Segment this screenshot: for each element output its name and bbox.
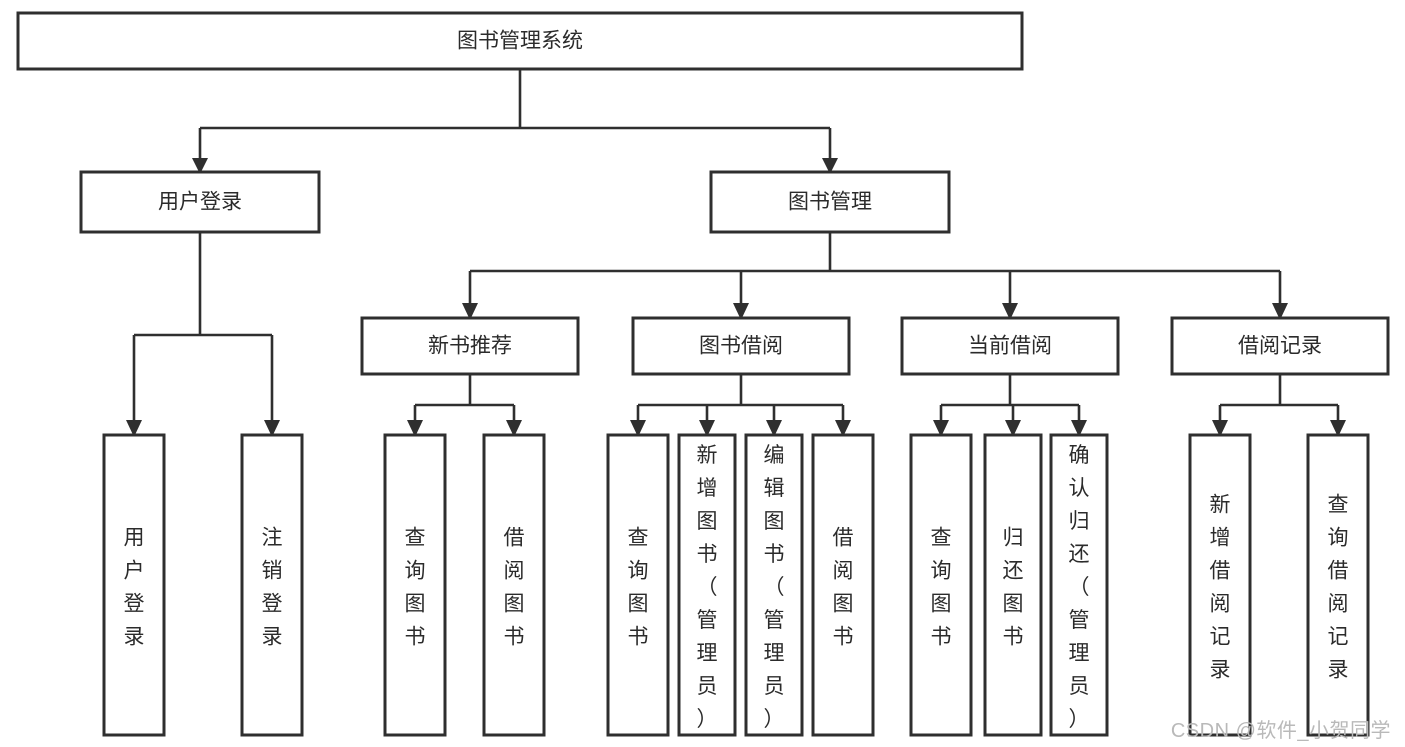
node-label-leaf-logout: 注销登录	[262, 527, 283, 649]
arrow-head-leaf-add-record	[1212, 420, 1228, 437]
node-label-current-borrow: 当前借阅	[968, 335, 1052, 358]
node-leaf-query-book-1[interactable]: 查询图书	[383, 433, 447, 737]
node-box-leaf-user-login	[102, 433, 166, 737]
arrow-head-leaf-confirm-return	[1071, 420, 1087, 437]
node-leaf-add-book[interactable]: 新增图书（管理员）	[677, 433, 737, 737]
node-box-leaf-query-book-1	[383, 433, 447, 737]
node-label-new-book-recommend: 新书推荐	[428, 335, 512, 358]
node-box-leaf-borrow-book-1	[482, 433, 546, 737]
node-box-new-book-recommend	[360, 316, 580, 376]
node-box-root	[16, 11, 1024, 71]
arrow-head-leaf-return-book	[1005, 420, 1021, 437]
arrow-head-leaf-query-book-1	[407, 420, 423, 437]
node-label-leaf-query-book-2: 查询图书	[628, 527, 649, 649]
node-label-leaf-user-login: 用户登录	[124, 527, 145, 649]
node-label-leaf-query-book-3: 查询图书	[931, 527, 952, 649]
node-borrow-record[interactable]: 借阅记录	[1170, 316, 1390, 376]
arrow-head-leaf-logout	[264, 420, 280, 437]
arrow-head-user-login	[192, 158, 208, 174]
arrow-head-leaf-user-login	[126, 420, 142, 437]
node-book-borrow[interactable]: 图书借阅	[631, 316, 851, 376]
node-box-book-borrow	[631, 316, 851, 376]
node-box-current-borrow	[900, 316, 1120, 376]
node-label-leaf-confirm-return: 确认归还（管理员）	[1069, 444, 1090, 731]
node-box-leaf-query-book-3	[909, 433, 973, 737]
node-leaf-query-record[interactable]: 查询借阅记录	[1306, 433, 1370, 737]
node-box-leaf-add-book	[677, 433, 737, 737]
node-label-user-login: 用户登录	[158, 191, 242, 214]
node-box-leaf-query-record	[1306, 433, 1370, 737]
node-label-leaf-add-record: 新增借阅记录	[1210, 494, 1231, 682]
node-box-leaf-add-record	[1188, 433, 1252, 737]
node-current-borrow[interactable]: 当前借阅	[900, 316, 1120, 376]
node-label-leaf-query-book-1: 查询图书	[405, 527, 426, 649]
node-label-leaf-borrow-book-1: 借阅图书	[504, 527, 525, 649]
node-box-leaf-edit-book	[744, 433, 804, 737]
arrow-head-leaf-query-record	[1330, 420, 1346, 437]
node-box-leaf-return-book	[983, 433, 1043, 737]
node-box-borrow-record	[1170, 316, 1390, 376]
node-box-leaf-logout	[240, 433, 304, 737]
arrow-head-book-borrow	[733, 303, 749, 320]
node-label-book-manage: 图书管理	[788, 191, 872, 214]
node-leaf-add-record[interactable]: 新增借阅记录	[1188, 433, 1252, 737]
arrow-head-leaf-borrow-book-1	[506, 420, 522, 437]
node-box-leaf-query-book-2	[606, 433, 670, 737]
node-leaf-query-book-2[interactable]: 查询图书	[606, 433, 670, 737]
node-leaf-user-login[interactable]: 用户登录	[102, 433, 166, 737]
node-label-leaf-return-book: 归还图书	[1003, 527, 1024, 649]
node-leaf-edit-book[interactable]: 编辑图书（管理员）	[744, 433, 804, 737]
arrow-head-new-book-recommend	[462, 303, 478, 320]
arrow-head-leaf-borrow-book-2	[835, 420, 851, 437]
node-label-borrow-record: 借阅记录	[1238, 335, 1322, 358]
node-box-leaf-confirm-return	[1049, 433, 1109, 737]
arrow-head-book-manage	[822, 158, 838, 174]
arrow-head-leaf-query-book-3	[933, 420, 949, 437]
node-label-leaf-edit-book: 编辑图书（管理员）	[764, 444, 785, 731]
node-user-login[interactable]: 用户登录	[79, 170, 321, 234]
connector-layer	[126, 69, 1346, 437]
node-layer: 图书管理系统用户登录图书管理新书推荐图书借阅当前借阅借阅记录用户登录注销登录查询…	[16, 11, 1390, 737]
node-book-manage[interactable]: 图书管理	[709, 170, 951, 234]
node-leaf-logout[interactable]: 注销登录	[240, 433, 304, 737]
node-leaf-borrow-book-1[interactable]: 借阅图书	[482, 433, 546, 737]
node-label-root: 图书管理系统	[457, 30, 583, 53]
node-label-book-borrow: 图书借阅	[699, 335, 783, 358]
node-box-book-manage	[709, 170, 951, 234]
node-leaf-confirm-return[interactable]: 确认归还（管理员）	[1049, 433, 1109, 737]
arrow-head-borrow-record	[1272, 303, 1288, 320]
node-box-user-login	[79, 170, 321, 234]
node-leaf-query-book-3[interactable]: 查询图书	[909, 433, 973, 737]
arrow-head-leaf-add-book	[699, 420, 715, 437]
arrow-head-leaf-edit-book	[766, 420, 782, 437]
node-label-leaf-add-book: 新增图书（管理员）	[697, 444, 718, 731]
node-root[interactable]: 图书管理系统	[16, 11, 1024, 71]
node-label-leaf-borrow-book-2: 借阅图书	[833, 527, 854, 649]
node-new-book-recommend[interactable]: 新书推荐	[360, 316, 580, 376]
watermark-text: CSDN @软件_小贺同学	[1170, 720, 1391, 742]
node-box-leaf-borrow-book-2	[811, 433, 875, 737]
arrow-head-leaf-query-book-2	[630, 420, 646, 437]
node-label-leaf-query-record: 查询借阅记录	[1328, 494, 1349, 682]
node-leaf-borrow-book-2[interactable]: 借阅图书	[811, 433, 875, 737]
node-leaf-return-book[interactable]: 归还图书	[983, 433, 1043, 737]
arrow-head-current-borrow	[1002, 303, 1018, 320]
